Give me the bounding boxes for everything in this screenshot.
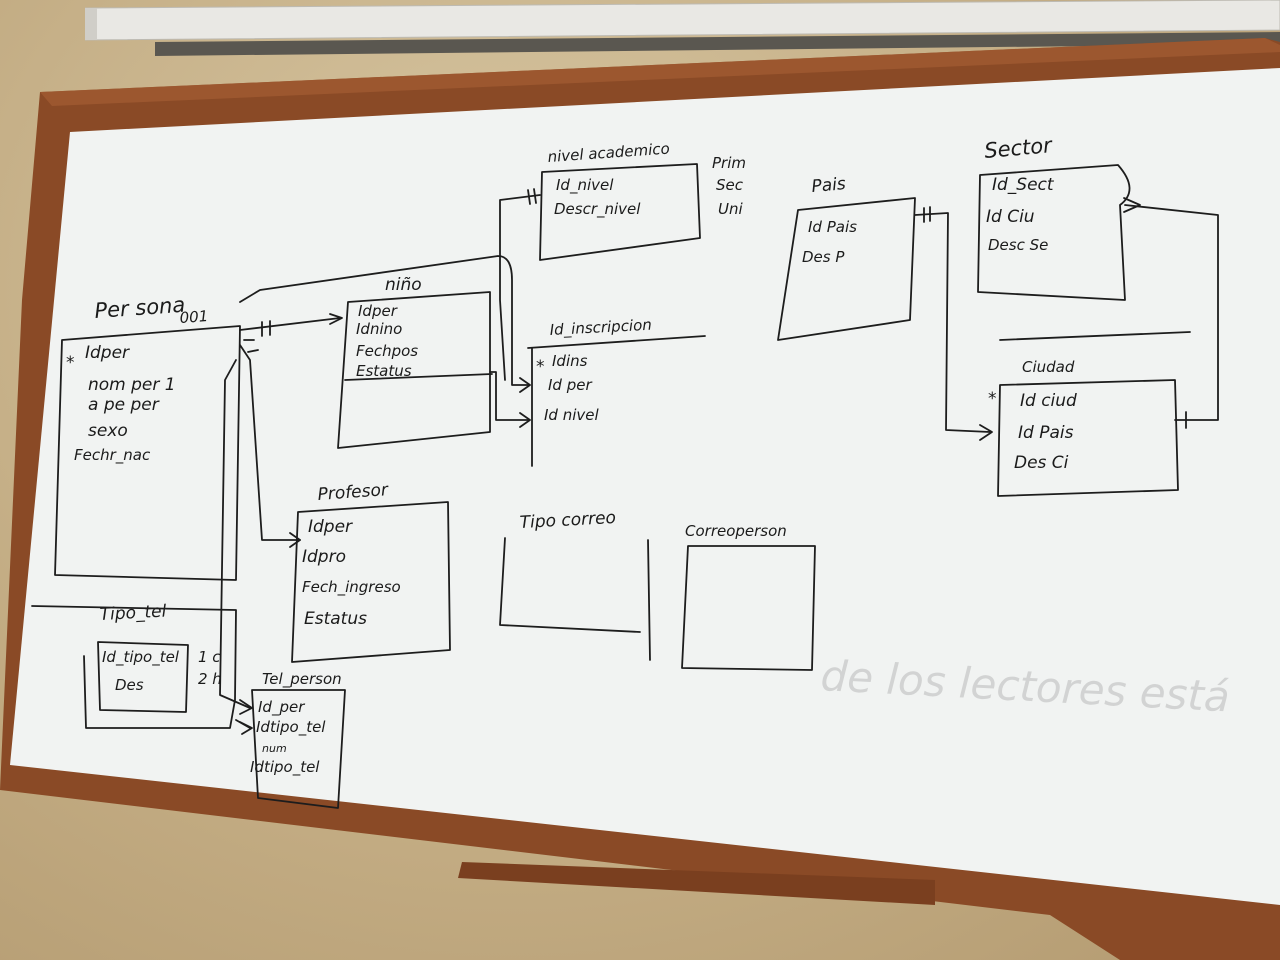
profesor-field-3: Fech_ingreso xyxy=(302,578,401,597)
tipo-tel-title: Tipo_tel xyxy=(99,602,167,625)
ciudad-field-2: Id Pais xyxy=(1018,423,1074,443)
nino-table: niño Idper Idnino Fechpos Estatus xyxy=(337,275,493,449)
nivel-note-3: Uni xyxy=(718,200,743,218)
nino-field-2: Idnino xyxy=(356,320,402,338)
pais-field-1: Id Pais xyxy=(808,218,857,236)
sector-field-2: Id Ciu xyxy=(986,207,1035,227)
tipo-tel-note-1: 1 c xyxy=(198,648,221,666)
inscripcion-table: Id_inscripcion * Idins Id per Id nivel xyxy=(527,316,706,467)
inscripcion-field-1: Idins xyxy=(552,352,588,370)
persona-field-5: Fechr_nac xyxy=(74,446,151,465)
correo-person-table: Correoperson xyxy=(681,522,816,671)
marker-tray xyxy=(458,862,935,905)
asterisk-marker: * xyxy=(536,357,545,377)
tipo-tel-note-2: 2 h xyxy=(198,670,222,688)
ciudad-title: Ciudad xyxy=(1022,358,1075,376)
asterisk-marker: * xyxy=(66,353,75,373)
tipo-tel-field-2: Des xyxy=(115,676,144,694)
tel-person-field-3: num xyxy=(262,742,287,755)
tel-person-table: Tel_person Id_per Idtipo_tel num Idtipo_… xyxy=(250,670,346,809)
whiteboard-surface xyxy=(10,68,1280,905)
persona-field-2: nom per 1 xyxy=(88,375,176,395)
nino-field-4: Estatus xyxy=(356,362,412,380)
profesor-field-2: Idpro xyxy=(302,547,346,567)
profesor-field-4: Estatus xyxy=(304,609,367,629)
nino-title: niño xyxy=(385,275,422,295)
correo-person-title: Correoperson xyxy=(685,522,787,540)
persona-note: 001 xyxy=(179,307,209,327)
pais-table: Pais Id Pais Des P xyxy=(777,174,916,341)
pais-field-2: Des P xyxy=(802,248,845,266)
persona-field-1: Idper xyxy=(85,343,130,363)
nivel-field-1: Id_nivel xyxy=(556,176,614,195)
whiteboard-frame-edge xyxy=(40,38,1280,106)
nino-field-1: Idper xyxy=(358,302,398,320)
sector-field-1: Id_Sect xyxy=(992,175,1055,195)
pais-title: Pais xyxy=(811,174,847,197)
nivel-note-1: Prim xyxy=(712,154,746,172)
projector-screen-housing xyxy=(85,0,1280,56)
persona-field-3: a pe per xyxy=(88,395,160,415)
nivel-note-2: Sec xyxy=(716,176,744,194)
ciudad-table: Ciudad * Id ciud Id Pais Des Ci xyxy=(988,331,1191,497)
sector-table: Sector Id_Sect Id Ciu Desc Se xyxy=(977,133,1131,301)
tel-person-field-2: Idtipo_tel xyxy=(256,718,326,737)
nivel-field-2: Descr_nivel xyxy=(554,200,641,219)
inscripcion-field-2: Id per xyxy=(548,376,592,394)
inscripcion-field-3: Id nivel xyxy=(544,406,599,424)
tel-person-field-4: Idtipo_tel xyxy=(250,758,320,777)
asterisk-marker: * xyxy=(988,389,997,409)
sector-title: Sector xyxy=(983,133,1054,163)
profesor-field-1: Idper xyxy=(308,517,353,537)
tipo-tel-table: Tipo_tel Id_tipo_tel Des 1 c 2 h xyxy=(31,602,237,729)
persona-table: Per sona 001 * Idper nom per 1 a pe per … xyxy=(54,293,241,581)
ciudad-field-1: Id ciud xyxy=(1020,391,1077,411)
profesor-table: Profesor Idper Idpro Fech_ingreso Estatu… xyxy=(291,480,451,663)
ciudad-field-3: Des Ci xyxy=(1014,453,1069,473)
profesor-title: Profesor xyxy=(317,480,390,505)
nino-field-3: Fechpos xyxy=(356,342,418,360)
tel-person-field-1: Id_per xyxy=(258,698,305,717)
relationship-lines xyxy=(219,188,1219,735)
tel-person-title: Tel_person xyxy=(262,670,342,689)
sector-field-3: Desc Se xyxy=(988,236,1048,254)
tipo-tel-field-1: Id_tipo_tel xyxy=(102,648,180,667)
persona-field-4: sexo xyxy=(88,421,128,441)
